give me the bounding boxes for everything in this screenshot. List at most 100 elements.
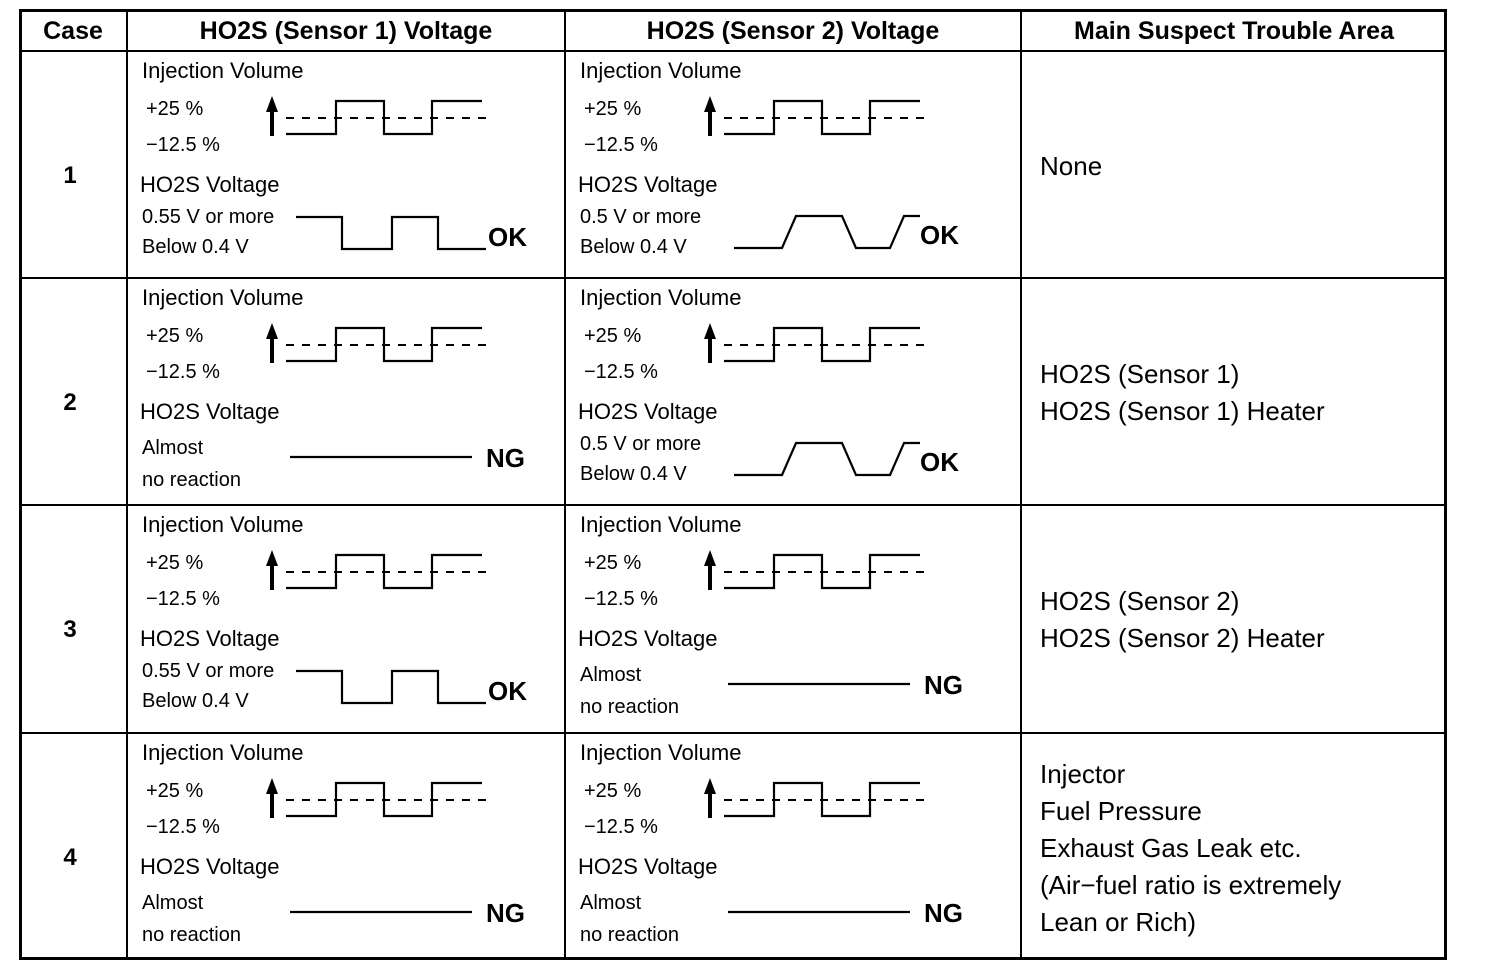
plus-25-label: +25 % bbox=[584, 325, 642, 347]
injection-volume-label: Injection Volume bbox=[580, 740, 742, 765]
ho2s-voltage-waveform bbox=[296, 215, 486, 251]
plus-25-label: +25 % bbox=[584, 552, 642, 574]
trouble-area-line: Fuel Pressure bbox=[1040, 796, 1202, 826]
header-trouble-area: Main Suspect Trouble Area bbox=[1074, 16, 1394, 45]
injection-square-wave bbox=[724, 326, 920, 363]
arrow-head-icon bbox=[266, 778, 278, 794]
no-reaction-label: no reaction bbox=[142, 924, 241, 946]
plus-25-label: +25 % bbox=[146, 98, 204, 120]
header-sensor1: HO2S (Sensor 1) Voltage bbox=[199, 16, 493, 45]
sensor2-cell: Injection Volume+25 %−12.5 %HO2S Voltage… bbox=[578, 734, 998, 958]
voltage-trace bbox=[296, 669, 486, 705]
no-reaction-label: no reaction bbox=[580, 924, 679, 946]
trouble-area-line: Exhaust Gas Leak etc. bbox=[1040, 833, 1302, 863]
column-divider bbox=[1020, 9, 1022, 960]
trouble-area-line: None bbox=[1040, 151, 1103, 181]
trouble-area-line: HO2S (Sensor 2) bbox=[1040, 586, 1240, 616]
plus-25-label: +25 % bbox=[584, 98, 642, 120]
arrow-head-icon bbox=[704, 778, 716, 794]
header-case: Case bbox=[43, 16, 103, 45]
ho2s-voltage-waveform bbox=[290, 910, 472, 914]
voltage-high-label: 0.5 V or more bbox=[580, 206, 702, 228]
injection-volume-label: Injection Volume bbox=[142, 512, 304, 537]
injection-volume-label: Injection Volume bbox=[142, 740, 304, 765]
plus-25-label: +25 % bbox=[146, 552, 204, 574]
injection-square-wave bbox=[724, 553, 920, 590]
sensor2-cell: Injection Volume+25 %−12.5 %HO2S Voltage… bbox=[578, 52, 998, 276]
injection-square-wave bbox=[286, 553, 482, 590]
voltage-low-label: Below 0.4 V bbox=[142, 690, 249, 712]
result-ng: NG bbox=[486, 898, 525, 928]
trouble-area: HO2S (Sensor 2) HO2S (Sensor 2) Heater bbox=[1040, 583, 1325, 657]
trouble-area-line: Injector bbox=[1040, 759, 1126, 789]
minus-12-5-label: −12.5 % bbox=[146, 134, 220, 156]
trouble-area-line: HO2S (Sensor 1) Heater bbox=[1040, 396, 1325, 426]
ho2s-voltage-label: HO2S Voltage bbox=[578, 854, 718, 879]
header-sensor2: HO2S (Sensor 2) Voltage bbox=[646, 16, 940, 45]
almost-label: Almost bbox=[142, 892, 204, 914]
result-ok: OK bbox=[920, 447, 959, 477]
row-divider bbox=[19, 277, 1447, 279]
arrow-head-icon bbox=[266, 96, 278, 112]
arrow-head-icon bbox=[704, 550, 716, 566]
arrow-head-icon bbox=[266, 323, 278, 339]
voltage-trace bbox=[734, 441, 920, 477]
ho2s-voltage-label: HO2S Voltage bbox=[140, 854, 280, 879]
sensor2-cell: Injection Volume+25 %−12.5 %HO2S Voltage… bbox=[578, 279, 998, 503]
no-reaction-label: no reaction bbox=[580, 696, 679, 718]
trouble-area-line: HO2S (Sensor 1) bbox=[1040, 359, 1240, 389]
ho2s-voltage-label: HO2S Voltage bbox=[578, 399, 718, 424]
injection-square-wave bbox=[724, 99, 920, 136]
ho2s-voltage-label: HO2S Voltage bbox=[140, 626, 280, 651]
trouble-area-line: HO2S (Sensor 2) Heater bbox=[1040, 623, 1325, 653]
injection-volume-waveform bbox=[704, 323, 924, 363]
result-ok: OK bbox=[920, 220, 959, 250]
injection-volume-waveform bbox=[704, 778, 924, 818]
voltage-low-label: Below 0.4 V bbox=[580, 463, 687, 485]
voltage-high-label: 0.55 V or more bbox=[142, 206, 275, 228]
trouble-area: None bbox=[1040, 148, 1102, 185]
minus-12-5-label: −12.5 % bbox=[146, 361, 220, 383]
ho2s-voltage-label: HO2S Voltage bbox=[578, 172, 718, 197]
minus-12-5-label: −12.5 % bbox=[146, 816, 220, 838]
voltage-trace bbox=[734, 214, 920, 250]
injection-volume-waveform bbox=[704, 96, 924, 136]
arrow-head-icon bbox=[704, 96, 716, 112]
injection-volume-waveform bbox=[266, 778, 486, 818]
arrow-head-icon bbox=[266, 550, 278, 566]
injection-volume-label: Injection Volume bbox=[142, 285, 304, 310]
ho2s-voltage-waveform bbox=[728, 910, 910, 914]
injection-volume-waveform bbox=[266, 550, 486, 590]
sensor2-cell: Injection Volume+25 %−12.5 %HO2S Voltage… bbox=[578, 506, 998, 730]
column-divider bbox=[564, 9, 566, 960]
injection-square-wave bbox=[286, 326, 482, 363]
case-number: 4 bbox=[63, 844, 77, 871]
arrow-head-icon bbox=[704, 323, 716, 339]
sensor1-cell: Injection Volume+25 %−12.5 %HO2S Voltage… bbox=[140, 734, 560, 958]
trouble-area-line: (Air−fuel ratio is extremely bbox=[1040, 870, 1342, 900]
plus-25-label: +25 % bbox=[146, 325, 204, 347]
ho2s-voltage-waveform bbox=[734, 214, 920, 250]
row-divider bbox=[19, 732, 1447, 734]
minus-12-5-label: −12.5 % bbox=[584, 361, 658, 383]
injection-volume-waveform bbox=[704, 550, 924, 590]
almost-label: Almost bbox=[142, 437, 204, 459]
result-ok: OK bbox=[488, 222, 527, 252]
plus-25-label: +25 % bbox=[584, 780, 642, 802]
ho2s-voltage-waveform bbox=[296, 669, 486, 705]
minus-12-5-label: −12.5 % bbox=[584, 588, 658, 610]
case-number: 1 bbox=[63, 162, 77, 189]
result-ng: NG bbox=[924, 898, 963, 928]
minus-12-5-label: −12.5 % bbox=[584, 134, 658, 156]
injection-volume-waveform bbox=[266, 96, 486, 136]
ho2s-voltage-label: HO2S Voltage bbox=[140, 399, 280, 424]
injection-square-wave bbox=[724, 781, 920, 818]
voltage-low-label: Below 0.4 V bbox=[142, 236, 249, 258]
minus-12-5-label: −12.5 % bbox=[146, 588, 220, 610]
result-ok: OK bbox=[488, 676, 527, 706]
sensor1-cell: Injection Volume+25 %−12.5 %HO2S Voltage… bbox=[140, 52, 560, 276]
trouble-area: HO2S (Sensor 1) HO2S (Sensor 1) Heater bbox=[1040, 356, 1325, 430]
injection-volume-label: Injection Volume bbox=[580, 512, 742, 537]
